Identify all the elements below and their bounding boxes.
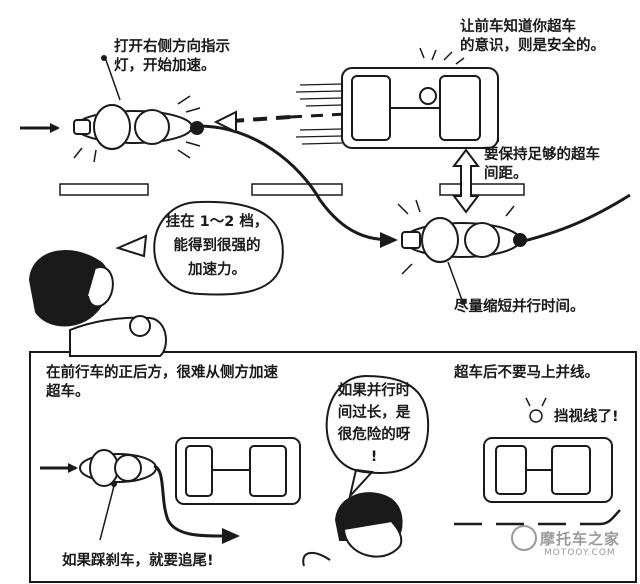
car-merge-bottom bbox=[483, 437, 613, 503]
watermark-logo-icon bbox=[511, 525, 537, 551]
bubble-danger-text: 如果并行时 间过长，是 很危险的呀 ! bbox=[337, 383, 411, 465]
watermark-logo: 摩托车之家 bbox=[540, 530, 621, 548]
speech-bubble-danger bbox=[325, 374, 430, 500]
signal-flash-icon bbox=[73, 95, 201, 163]
caption-aware: 让前车知道你超车 的意识，则是安全的。 bbox=[460, 19, 605, 54]
bottom-panel-frame bbox=[29, 351, 637, 583]
lead-car-bottom bbox=[175, 437, 301, 505]
dashed-arrowhead bbox=[213, 110, 237, 134]
caption-signal: 打开右侧方向指示 灯，开始加速。 bbox=[114, 39, 230, 74]
motorcycle-rider-3 bbox=[79, 449, 157, 487]
caption-brake: 如果踩刹车，就要追尾! bbox=[62, 553, 214, 569]
caption-distance: 要保持足够的超车 间距。 bbox=[484, 147, 600, 182]
car-sparkle-icon bbox=[419, 47, 465, 65]
driver-surprise-icon bbox=[525, 397, 547, 423]
top-car bbox=[341, 67, 499, 149]
caption-merge: 超车后不要马上并线。 bbox=[454, 365, 599, 381]
dashed-path bbox=[231, 115, 291, 123]
caption-blocked: 挡视线了! bbox=[554, 409, 619, 425]
motorcycle-rider-1 bbox=[73, 104, 204, 150]
exit-path bbox=[519, 193, 631, 244]
overtake-path bbox=[197, 124, 393, 242]
speed-lines bbox=[295, 83, 343, 145]
distance-arrow bbox=[452, 148, 480, 214]
bubble-gear-text: 挂在 1～2 档， 能得到很强的 加速力。 bbox=[165, 214, 269, 278]
character-1 bbox=[28, 250, 167, 357]
rear-path bbox=[153, 464, 225, 538]
watermark-url: MOTOOY.COM bbox=[544, 548, 616, 558]
lane-markings bbox=[59, 183, 525, 196]
motorcycle-rider-2 bbox=[401, 217, 527, 263]
caption-rear: 在前行车的正后方，很难从侧方加速 超车。 bbox=[46, 365, 278, 400]
caption-shorten: 尽量缩短并行时间。 bbox=[454, 299, 585, 315]
speech-bubble-gear bbox=[115, 200, 284, 296]
path-arrowhead bbox=[380, 232, 398, 248]
character-2 bbox=[302, 492, 403, 567]
